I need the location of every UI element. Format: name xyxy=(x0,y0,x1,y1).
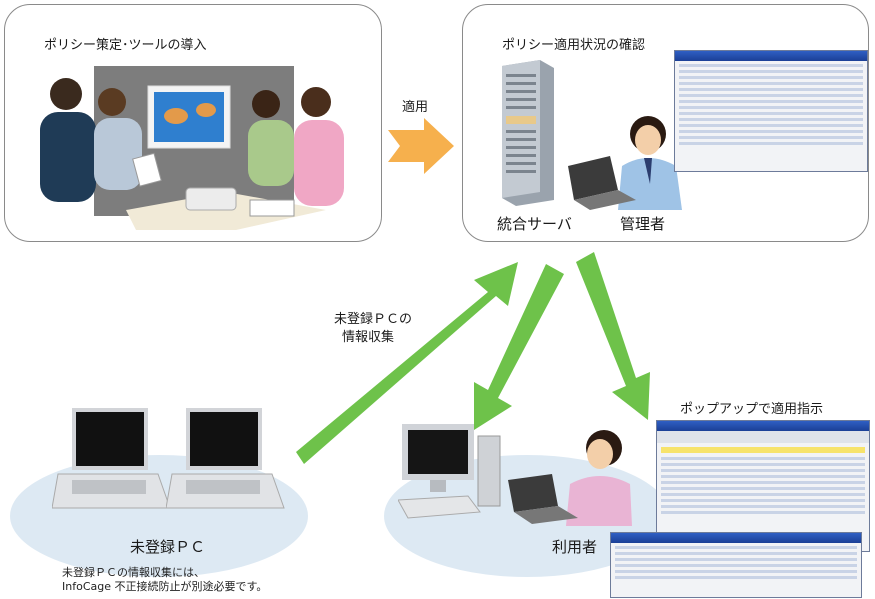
collect-label-line2: 情報収集 xyxy=(342,330,395,345)
desktop-pc xyxy=(398,424,501,519)
unregistered-pc-label: 未登録ＰＣ xyxy=(130,538,206,556)
unregistered-note-line1: 未登録ＰＣの情報収集には、 xyxy=(62,566,205,579)
admin-label: 管理者 xyxy=(620,215,666,233)
server-label: 統合サーバ xyxy=(497,215,572,233)
apply-arrow xyxy=(388,118,454,174)
meeting-illustration xyxy=(40,66,344,230)
popup-window-thumbnail xyxy=(656,420,870,552)
unregistered-note-line2: InfoCage 不正接続防止が別途必要です。 xyxy=(62,580,268,593)
policy-setup-title: ポリシー策定･ツールの導入 xyxy=(44,38,207,53)
user-label: 利用者 xyxy=(552,538,598,556)
laptop-2 xyxy=(166,408,285,509)
apply-label: 適用 xyxy=(402,100,429,115)
user-illustration xyxy=(508,430,632,526)
collect-arrow xyxy=(296,262,518,464)
collect-label-line1: 未登録ＰＣの xyxy=(334,312,413,327)
status-window-thumbnail xyxy=(674,50,868,172)
server-illustration xyxy=(502,60,554,206)
apply-arrow-user xyxy=(474,264,564,430)
popup-label: ポップアップで適用指示 xyxy=(680,402,824,417)
laptop-1 xyxy=(52,408,171,509)
popup-arrow xyxy=(576,252,650,420)
status-check-title: ポリシー適用状況の確認 xyxy=(502,38,646,53)
admin-illustration xyxy=(568,116,682,210)
popup-list-thumbnail xyxy=(610,532,862,598)
